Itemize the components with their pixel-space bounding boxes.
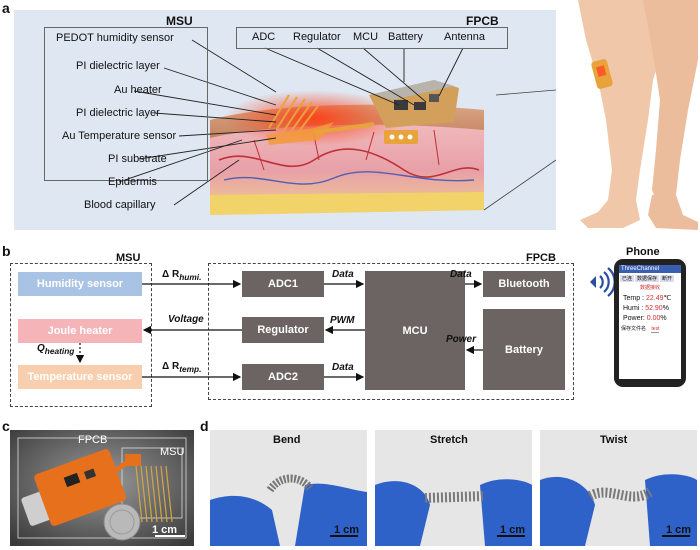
fpcb-dashed-box — [208, 263, 574, 400]
twist-title: Twist — [600, 434, 628, 446]
q-heating-label: Qheating — [37, 343, 74, 356]
delta-r-humi-subscript: humi. — [179, 272, 202, 282]
delta-r-humi-label: Δ Rhumi. — [162, 269, 201, 282]
adc1-block: ADC1 — [242, 271, 324, 297]
photo-fpcb-label: FPCB — [78, 434, 108, 446]
phone-humi-row: Humi : 52.90% — [619, 305, 681, 312]
phone-status: 数据接收 — [639, 285, 660, 291]
phone-file-input[interactable]: test — [651, 326, 660, 333]
pwm-label: PWM — [330, 315, 355, 326]
msu-dashed-box — [10, 263, 152, 407]
q-heating-subscript: heating — [44, 346, 75, 356]
phone-tab-save-data[interactable]: 数据保存 — [635, 275, 660, 282]
delta-r-humi-prefix: Δ R — [162, 269, 180, 280]
label-pedot-humidity-sensor: PEDOT humidity sensor — [56, 32, 174, 44]
data-label-bluetooth: Data — [450, 269, 472, 280]
humidity-sensor-block: Humidity sensor — [18, 272, 142, 296]
stretch-photo — [375, 430, 532, 546]
label-pi-dielectric-layer-1: PI dielectric layer — [76, 60, 160, 72]
temperature-sensor-block: Temperature sensor — [18, 365, 142, 389]
twist-photo-svg — [540, 430, 697, 546]
phone-title: Phone — [626, 246, 660, 258]
stretch-title: Stretch — [430, 434, 468, 446]
label-au-temperature-sensor: Au Temperature sensor — [62, 130, 177, 142]
device-photo — [10, 430, 194, 546]
phone-temp-value: 22.49 — [645, 295, 664, 302]
phone-temp-unit: ℃ — [663, 295, 672, 302]
power-label: Power — [446, 334, 477, 345]
panel-d-letter: d — [200, 418, 209, 434]
data-label-adc1: Data — [332, 269, 354, 280]
phone-power-unit: % — [660, 315, 667, 322]
stretch-scale: 1 cm — [500, 524, 526, 536]
fpcb-label-box — [236, 27, 508, 49]
msu-diagram-title: MSU — [116, 252, 141, 264]
bluetooth-block: Bluetooth — [483, 271, 565, 297]
panel-c-letter: c — [2, 418, 10, 434]
label-pi-dielectric-layer-2: PI dielectric layer — [76, 107, 160, 119]
panel-b-letter: b — [2, 243, 11, 259]
twist-photo — [540, 430, 697, 546]
phone-humi-value: 52.90 — [645, 305, 663, 312]
panel-a-illustration: MSU PEDOT humidity sensor PI dielectric … — [14, 10, 556, 230]
panel-a-letter: a — [2, 0, 10, 16]
phone-temp-label: Temp : — [623, 295, 645, 302]
app-title-bar: ThreeChannel — [619, 265, 681, 273]
bend-photo-svg — [210, 430, 367, 546]
photo-c-scale: 1 cm — [152, 524, 178, 536]
phone-humi-label: Humi : — [623, 305, 644, 312]
label-au-heater: Au heater — [114, 84, 162, 96]
fpcb-title: FPCB — [466, 14, 499, 28]
app-title: ThreeChannel — [621, 266, 660, 272]
joule-heater-block: Joule heater — [18, 319, 142, 343]
msu-label-box — [44, 27, 208, 181]
bend-photo — [210, 430, 367, 546]
stretch-photo-svg — [375, 430, 532, 546]
bend-scale: 1 cm — [334, 524, 360, 536]
voltage-label: Voltage — [168, 314, 204, 325]
label-blood-capillary: Blood capillary — [84, 199, 156, 211]
label-battery: Battery — [388, 31, 423, 43]
delta-r-temp-subscript: temp. — [179, 364, 202, 374]
label-antenna: Antenna — [444, 31, 485, 43]
twist-scale: 1 cm — [666, 524, 692, 536]
phone-temp-row: Temp : 22.49℃ — [619, 294, 681, 302]
phone-file-label: 保存文件名 — [621, 326, 647, 332]
delta-r-temp-prefix: Δ R — [162, 361, 180, 372]
mcu-block: MCU — [365, 271, 465, 390]
phone-tab-connected[interactable]: 已连 — [620, 275, 635, 282]
label-adc: ADC — [252, 31, 276, 43]
q-heating-prefix: Q — [37, 343, 45, 354]
phone-tab-disconnect[interactable]: 断开 — [660, 275, 675, 282]
phone-power-label: Power: — [623, 315, 645, 322]
phone-screen: ThreeChannel 已连 数据保存 断开 数据接收 Temp : 22.4… — [619, 265, 681, 379]
data-label-adc2: Data — [332, 362, 354, 373]
label-epidermis: Epidermis — [108, 176, 157, 188]
bend-title: Bend — [273, 434, 301, 446]
legs-illustration — [578, 0, 698, 230]
label-pi-substrate: PI substrate — [108, 153, 167, 165]
phone-power-value: 0.00 — [646, 315, 661, 322]
skin-illustration — [118, 39, 556, 215]
regulator-block: Regulator — [242, 317, 324, 343]
battery-block: Battery — [483, 309, 565, 390]
phone-humi-unit: % — [662, 305, 669, 312]
phone-file-row: 保存文件名 test — [619, 325, 681, 333]
photo-msu-label: MSU — [160, 446, 185, 458]
label-regulator: Regulator — [293, 31, 341, 43]
adc2-block: ADC2 — [242, 364, 324, 390]
label-mcu: MCU — [353, 31, 379, 43]
msu-title: MSU — [166, 14, 193, 28]
delta-r-temp-label: Δ Rtemp. — [162, 361, 201, 374]
phone-power-row: Power: 0.00% — [619, 315, 681, 322]
device-photo-svg — [10, 430, 194, 546]
fpcb-diagram-title: FPCB — [526, 252, 556, 264]
phone-tab-row: 已连 数据保存 断开 — [620, 275, 680, 282]
